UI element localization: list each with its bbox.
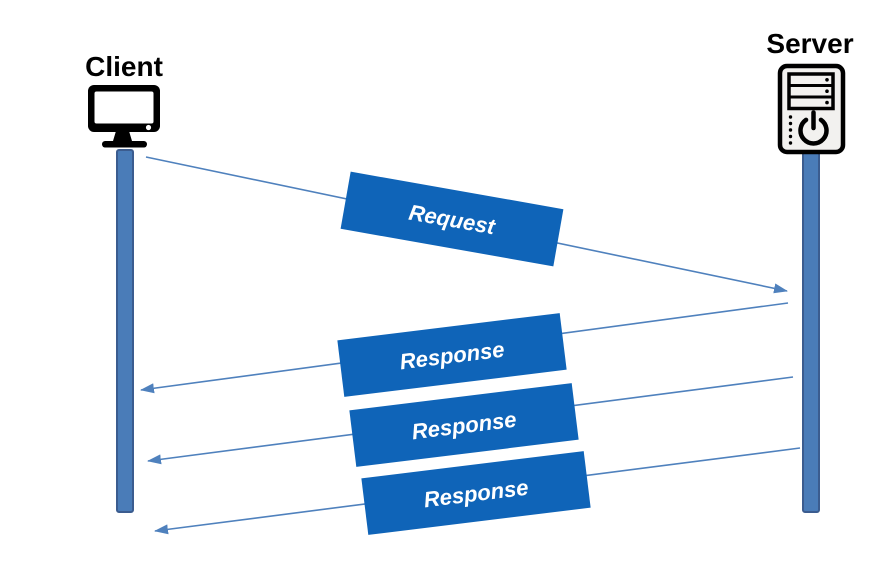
response-message-box-3: Response [361, 451, 591, 535]
client-actor-label: Client [85, 51, 163, 82]
monitor-icon [88, 85, 160, 148]
response-message-box-1: Response [337, 313, 567, 397]
server-tower-icon [777, 63, 846, 155]
request-message-box: Request [340, 171, 564, 267]
server-lifeline [802, 149, 820, 513]
power-icon [798, 110, 829, 146]
client-lifeline [116, 149, 134, 513]
led-dots [788, 115, 793, 145]
response-message-box-2: Response [349, 383, 579, 467]
server-actor-label: Server [766, 28, 853, 59]
